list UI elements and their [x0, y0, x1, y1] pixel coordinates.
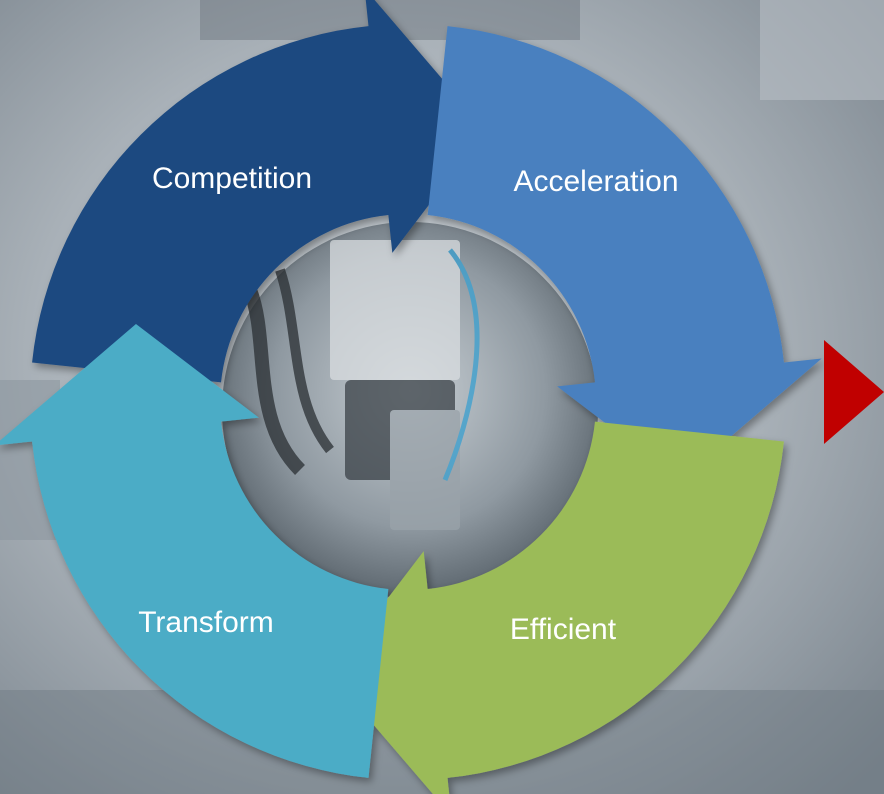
cycle-arrow-acceleration: [427, 26, 822, 481]
next-arrow-icon[interactable]: [824, 340, 884, 444]
label-efficient: Efficient: [510, 613, 617, 646]
center-machine: [243, 240, 480, 530]
label-transform: Transform: [138, 606, 274, 639]
cycle-arrow-competition: [32, 0, 487, 383]
background-machine-right: [760, 0, 884, 100]
label-competition: Competition: [152, 162, 312, 195]
label-acceleration: Acceleration: [513, 165, 678, 198]
cycle-arrow-transform: [0, 323, 389, 778]
cycle-arrow-efficient: [329, 421, 784, 794]
